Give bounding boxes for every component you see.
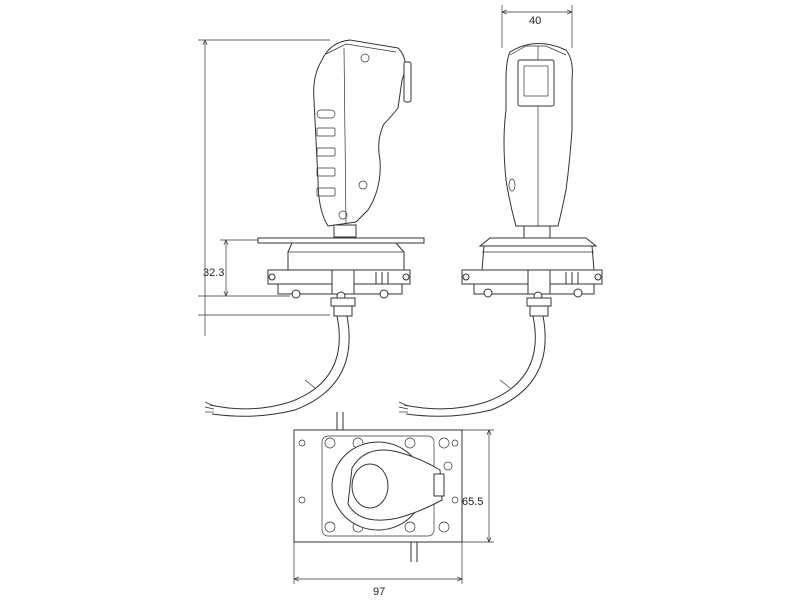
front-base (461, 237, 603, 317)
top-view: 65.5 97 (294, 412, 494, 598)
front-button-panel (517, 59, 555, 107)
side-trigger (403, 61, 412, 103)
top-handle (331, 441, 453, 531)
front-width-dimension: 40 (502, 5, 572, 48)
front-handle (503, 43, 573, 239)
side-height-dimension: 32.3 (198, 240, 290, 296)
mount-hole (298, 439, 306, 447)
side-screws (338, 53, 370, 220)
plate-height-dimension: 65.5 (462, 430, 494, 542)
dim-40-label: 40 (529, 15, 541, 27)
plate-width-dimension: 97 (294, 542, 462, 598)
side-overall-height-dimension (198, 40, 330, 336)
mount-hole (451, 496, 459, 504)
dim-65-5-label: 65.5 (462, 496, 483, 508)
side-view: 32.3 (198, 39, 425, 417)
top-trigger (433, 473, 445, 497)
side-neck (333, 224, 357, 238)
side-base (257, 237, 425, 317)
side-grip-ribs (316, 109, 336, 197)
dim-97-label: 97 (373, 586, 385, 598)
side-cable (204, 315, 350, 417)
front-view: 40 (398, 5, 603, 417)
dim-32-3-label: 32.3 (203, 267, 224, 279)
mount-hole (298, 496, 306, 504)
mount-hole (451, 439, 459, 447)
side-handle (313, 39, 412, 238)
front-cable (398, 315, 546, 417)
